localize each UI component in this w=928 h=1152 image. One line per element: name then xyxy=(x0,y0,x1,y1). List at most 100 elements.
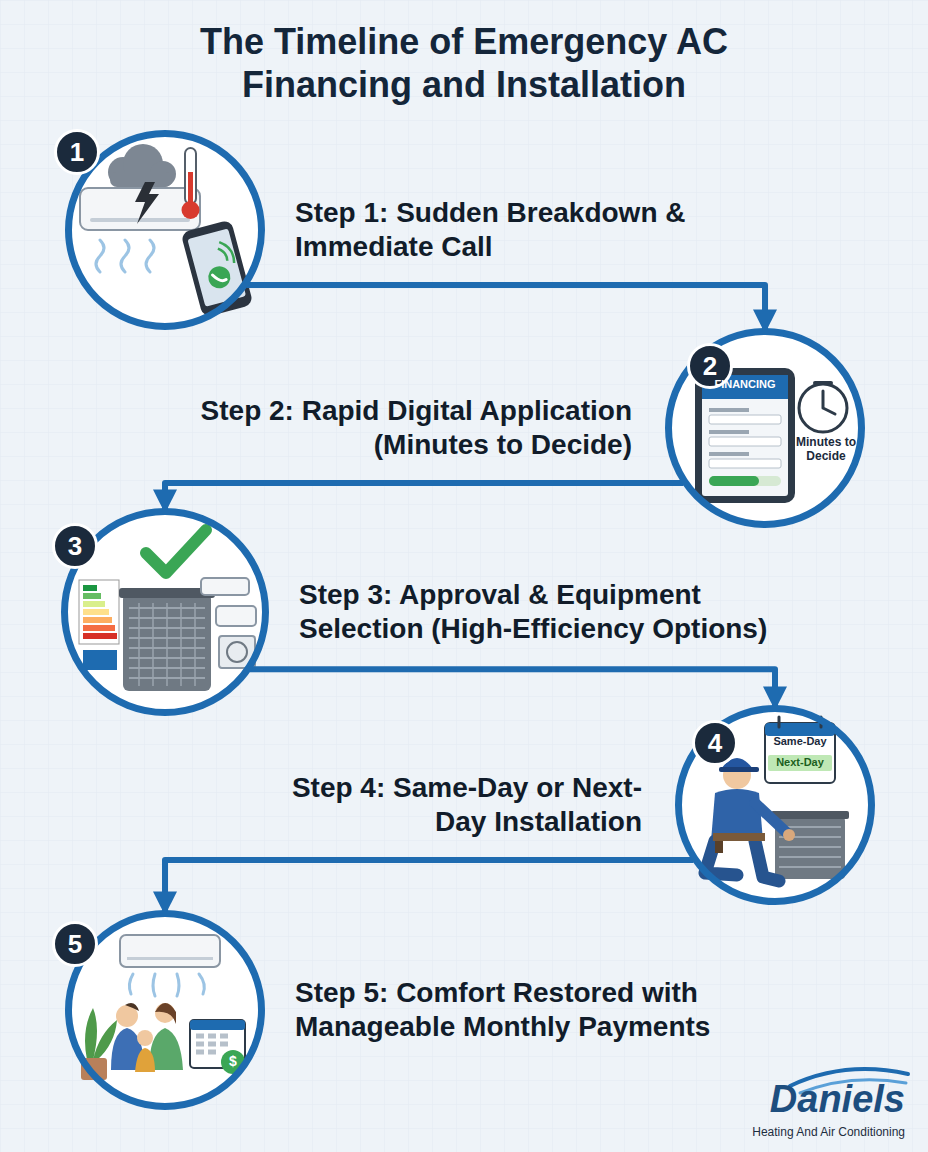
comfort-icon-part xyxy=(137,1030,153,1046)
circle-fill xyxy=(669,332,861,524)
installation-icon-part xyxy=(765,723,835,783)
callout-number: 1 xyxy=(70,139,84,165)
application-icon-part xyxy=(709,459,781,468)
callout-number: 5 xyxy=(68,931,82,957)
step-number-badge: 1 xyxy=(54,129,100,175)
step-heading: Step 2: Rapid Digital Application (Minut… xyxy=(112,394,632,461)
installation-icon-part xyxy=(771,811,849,819)
equipment-icon-part xyxy=(219,636,255,668)
step-circle: Step 3: Approval & Equipment Selection (… xyxy=(61,508,269,716)
icon-label: Minutes to Decide xyxy=(795,436,857,464)
icon-label: Heating And Air Conditioning xyxy=(752,1126,905,1140)
comfort-icon-part xyxy=(127,957,213,960)
comfort-icon-part xyxy=(190,1020,245,1030)
comfort-icon-part xyxy=(155,1003,176,1024)
breakdown-icon-part-part xyxy=(216,240,235,267)
breakdown-icon-part-part xyxy=(187,228,246,306)
installation-icon-part xyxy=(765,723,835,736)
breakdown-icon-part xyxy=(135,182,159,224)
equipment-icon-part xyxy=(123,593,211,691)
breakdown-icon-part xyxy=(180,219,253,317)
equipment-icon-part xyxy=(201,578,249,595)
installation-icon-part xyxy=(783,829,795,841)
breakdown-icon-part-part xyxy=(206,264,233,291)
icon-label: Same-Day xyxy=(767,735,833,748)
breakdown-icon-part xyxy=(96,240,154,272)
equipment-icon-part xyxy=(139,603,195,686)
callout-number: 3 xyxy=(68,533,82,559)
step-number-badge: 4 xyxy=(692,720,738,766)
installation-icon-part xyxy=(705,841,779,881)
equipment-icon-part xyxy=(83,593,101,599)
installation-icon-part xyxy=(779,717,821,727)
equipment-icon-part xyxy=(83,585,97,591)
icon-label: FINANCING xyxy=(702,378,788,391)
application-icon-part xyxy=(709,408,749,412)
equipment-icon-part xyxy=(83,609,109,615)
flow-connector xyxy=(165,860,693,913)
flow-connector xyxy=(247,285,765,331)
installation-icon-part xyxy=(779,827,841,867)
step-circle: Step 2: Rapid Digital Application (Minut… xyxy=(665,328,865,528)
comfort-icon-part xyxy=(120,935,220,967)
step-number-badge: 3 xyxy=(52,523,98,569)
application-icon-part xyxy=(709,476,781,486)
equipment-icon-part xyxy=(227,642,247,662)
application-icon-part xyxy=(702,375,788,399)
application-icon-part xyxy=(709,437,781,446)
step-heading-text: Step 3: Approval & Equipment Selection (… xyxy=(299,578,819,645)
installation-icon-part xyxy=(755,803,787,833)
application-icon-part xyxy=(702,375,788,496)
step-heading: Step 1: Sudden Breakdown & Immediate Cal… xyxy=(295,196,815,263)
equipment-icon-part xyxy=(83,650,117,670)
breakdown-icon-part xyxy=(182,201,200,219)
installation-icon-part xyxy=(719,767,759,772)
step-heading: Step 5: Comfort Restored with Manageable… xyxy=(295,976,815,1043)
circle-fill xyxy=(679,709,871,901)
circle-fill xyxy=(69,134,261,326)
flow-connector xyxy=(165,483,683,511)
callout-number: 4 xyxy=(708,730,722,756)
installation-icon-part xyxy=(715,841,723,853)
application-icon-part xyxy=(823,391,835,414)
step-circle: Step 5: Comfort Restored with Manageable… xyxy=(65,910,265,1110)
comfort-icon-part xyxy=(155,1003,175,1023)
application-icon-part xyxy=(709,430,749,434)
breakdown-icon-part-part xyxy=(180,219,253,317)
equipment-icon-part xyxy=(83,601,105,607)
step-heading-text: Step 1: Sudden Breakdown & Immediate Cal… xyxy=(295,196,815,263)
icon-label: Daniels xyxy=(770,1078,905,1122)
step-circle: Step 1: Sudden Breakdown & Immediate Cal… xyxy=(65,130,265,330)
installation-icon-part xyxy=(768,755,832,771)
step-heading-text: Step 5: Comfort Restored with Manageable… xyxy=(295,976,815,1043)
equipment-icon-part xyxy=(83,625,115,631)
equipment-icon-part xyxy=(216,606,256,626)
step-heading: Step 3: Approval & Equipment Selection (… xyxy=(299,578,819,645)
equipment-icon xyxy=(79,530,256,691)
comfort-icon-part xyxy=(221,1050,245,1074)
equipment-icon-part xyxy=(79,580,119,644)
application-icon-part xyxy=(709,476,759,486)
breakdown-icon xyxy=(80,144,254,318)
step-heading-text: Step 2: Rapid Digital Application (Minut… xyxy=(112,394,632,461)
breakdown-icon-part-part xyxy=(212,272,226,283)
equipment-icon-part xyxy=(146,530,206,573)
icon-label: $ xyxy=(226,1053,240,1069)
callout-number: 2 xyxy=(703,353,717,379)
equipment-icon-part xyxy=(83,633,117,639)
comfort-icon-part xyxy=(196,1036,228,1052)
step-heading-text: Step 4: Same-Day or Next-Day Installatio… xyxy=(282,771,642,838)
step-number-badge: 5 xyxy=(52,921,98,967)
comfort-icon-part xyxy=(129,974,204,996)
comfort-icon-part xyxy=(81,1058,107,1080)
application-icon-part xyxy=(709,415,781,424)
comfort-icon-part xyxy=(135,1048,155,1072)
flow-connector xyxy=(250,669,775,708)
equipment-icon-part xyxy=(83,617,112,623)
application-icon-part xyxy=(709,452,749,456)
application-icon-part xyxy=(799,384,847,432)
icon-label: Next-Day xyxy=(767,756,833,769)
step-heading: Step 4: Same-Day or Next-Day Installatio… xyxy=(282,771,642,838)
